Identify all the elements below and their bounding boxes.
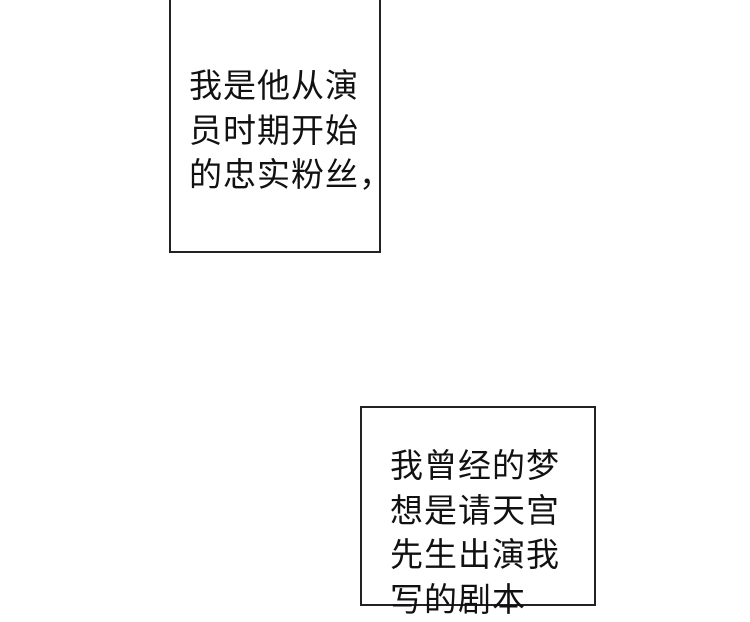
- caption-line: 我曾经的梦: [390, 444, 560, 489]
- caption-line: 想是请天宫: [390, 489, 560, 534]
- caption-box-2: 我曾经的梦 想是请天宫 先生出演我 写的剧本: [360, 406, 596, 606]
- caption-line: 写的剧本: [390, 578, 560, 622]
- caption-box-1: 我是他从演 员时期开始 的忠实粉丝，: [169, 0, 381, 253]
- caption-line: 的忠实粉丝，: [189, 153, 393, 198]
- caption-text-1: 我是他从演 员时期开始 的忠实粉丝，: [189, 64, 393, 198]
- caption-text-2: 我曾经的梦 想是请天宫 先生出演我 写的剧本: [390, 444, 560, 622]
- caption-line: 我是他从演: [189, 64, 393, 109]
- caption-line: 先生出演我: [390, 533, 560, 578]
- caption-line: 员时期开始: [189, 109, 393, 154]
